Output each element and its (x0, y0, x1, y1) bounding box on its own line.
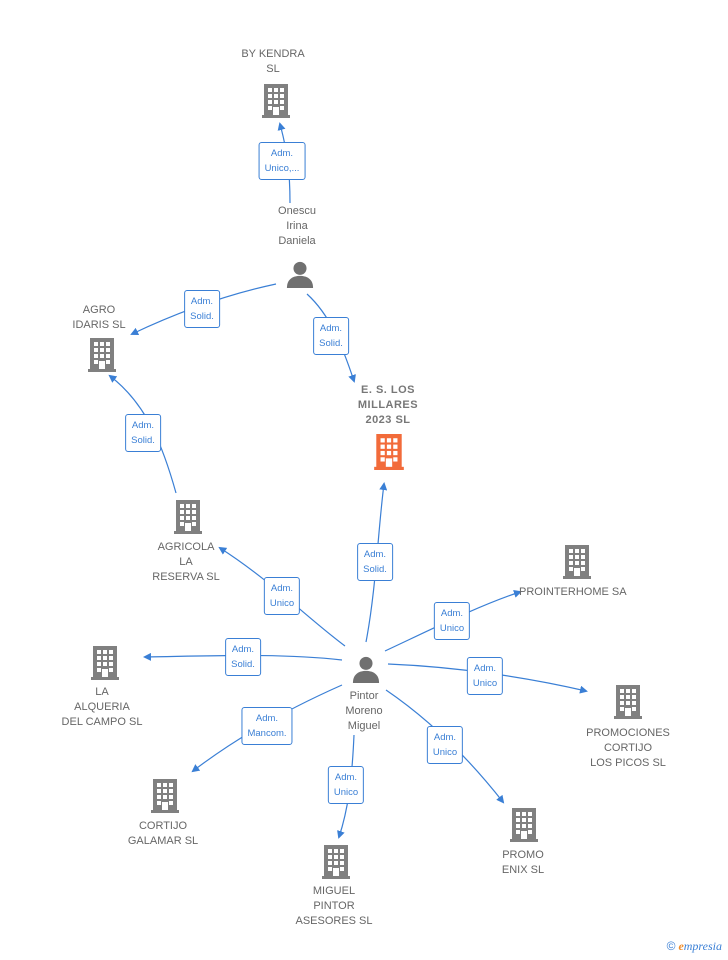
edge-label-pintor-promociones[interactable]: Adm. Unico (466, 657, 504, 695)
brand-logo-e: e (678, 939, 684, 953)
edge-label-agricola-agro[interactable]: Adm. Solid. (125, 414, 161, 452)
edge-label-onescu-agro[interactable]: Adm. Solid. (184, 290, 220, 328)
node-pintor[interactable]: Pintor Moreno Miguel (345, 690, 383, 732)
edge-label-pintor-agricola[interactable]: Adm. Unico (263, 577, 301, 615)
edge-label-pintor-millares[interactable]: Adm. Solid. (357, 543, 393, 581)
person-icon[interactable] (352, 656, 380, 683)
brand-logo-text: mpresia (683, 939, 722, 953)
node-by-kendra[interactable]: BY KENDRA SL (241, 48, 305, 75)
edge-label-pintor-miguel[interactable]: Adm. Unico (327, 766, 365, 804)
node-onescu[interactable]: Onescu Irina Daniela (278, 205, 316, 247)
node-agro-idaris[interactable]: AGRO IDARIS SL (72, 304, 126, 331)
building-icon[interactable] (91, 646, 119, 680)
node-la-alqueria[interactable]: LA ALQUERIA DEL CAMPO SL (61, 686, 143, 728)
building-icon[interactable] (174, 500, 202, 534)
edge-label-onescu-millares[interactable]: Adm. Solid. (313, 317, 349, 355)
node-prointerhome[interactable]: PROINTERHOME SA (519, 586, 627, 598)
node-es-los-millares[interactable]: E. S. LOS MILLARES 2023 SL (357, 384, 419, 426)
main-company-building-icon[interactable] (374, 434, 404, 470)
edge-label-pintor-alqueria[interactable]: Adm. Solid. (225, 638, 261, 676)
building-icon[interactable] (563, 545, 591, 579)
empresia-logo[interactable]: ©empresia (667, 939, 722, 954)
edge-label-pintor-prointerhome[interactable]: Adm. Unico (433, 602, 471, 640)
node-cortijo-galamar[interactable]: CORTIJO GALAMAR SL (127, 820, 199, 847)
node-miguel-pintor[interactable]: MIGUEL PINTOR ASESORES SL (295, 885, 373, 927)
edge-label-onescu-by-kendra[interactable]: Adm. Unico,... (258, 142, 306, 180)
node-promociones-cortijo[interactable]: PROMOCIONES CORTIJO LOS PICOS SL (586, 727, 670, 769)
building-icon[interactable] (614, 685, 642, 719)
copyright-icon: © (666, 939, 676, 953)
edge-label-pintor-enix[interactable]: Adm. Unico (426, 726, 464, 764)
node-agricola-la-reserva[interactable]: AGRICOLA LA RESERVA SL (152, 541, 220, 583)
building-icon[interactable] (88, 338, 116, 372)
node-promo-enix[interactable]: PROMO ENIX SL (501, 849, 545, 876)
building-icon[interactable] (510, 808, 538, 842)
edge-label-pintor-galamar[interactable]: Adm. Mancom. (241, 707, 293, 745)
person-icon[interactable] (286, 261, 314, 288)
building-icon[interactable] (262, 84, 290, 118)
building-icon[interactable] (151, 779, 179, 813)
building-icon[interactable] (322, 845, 350, 879)
